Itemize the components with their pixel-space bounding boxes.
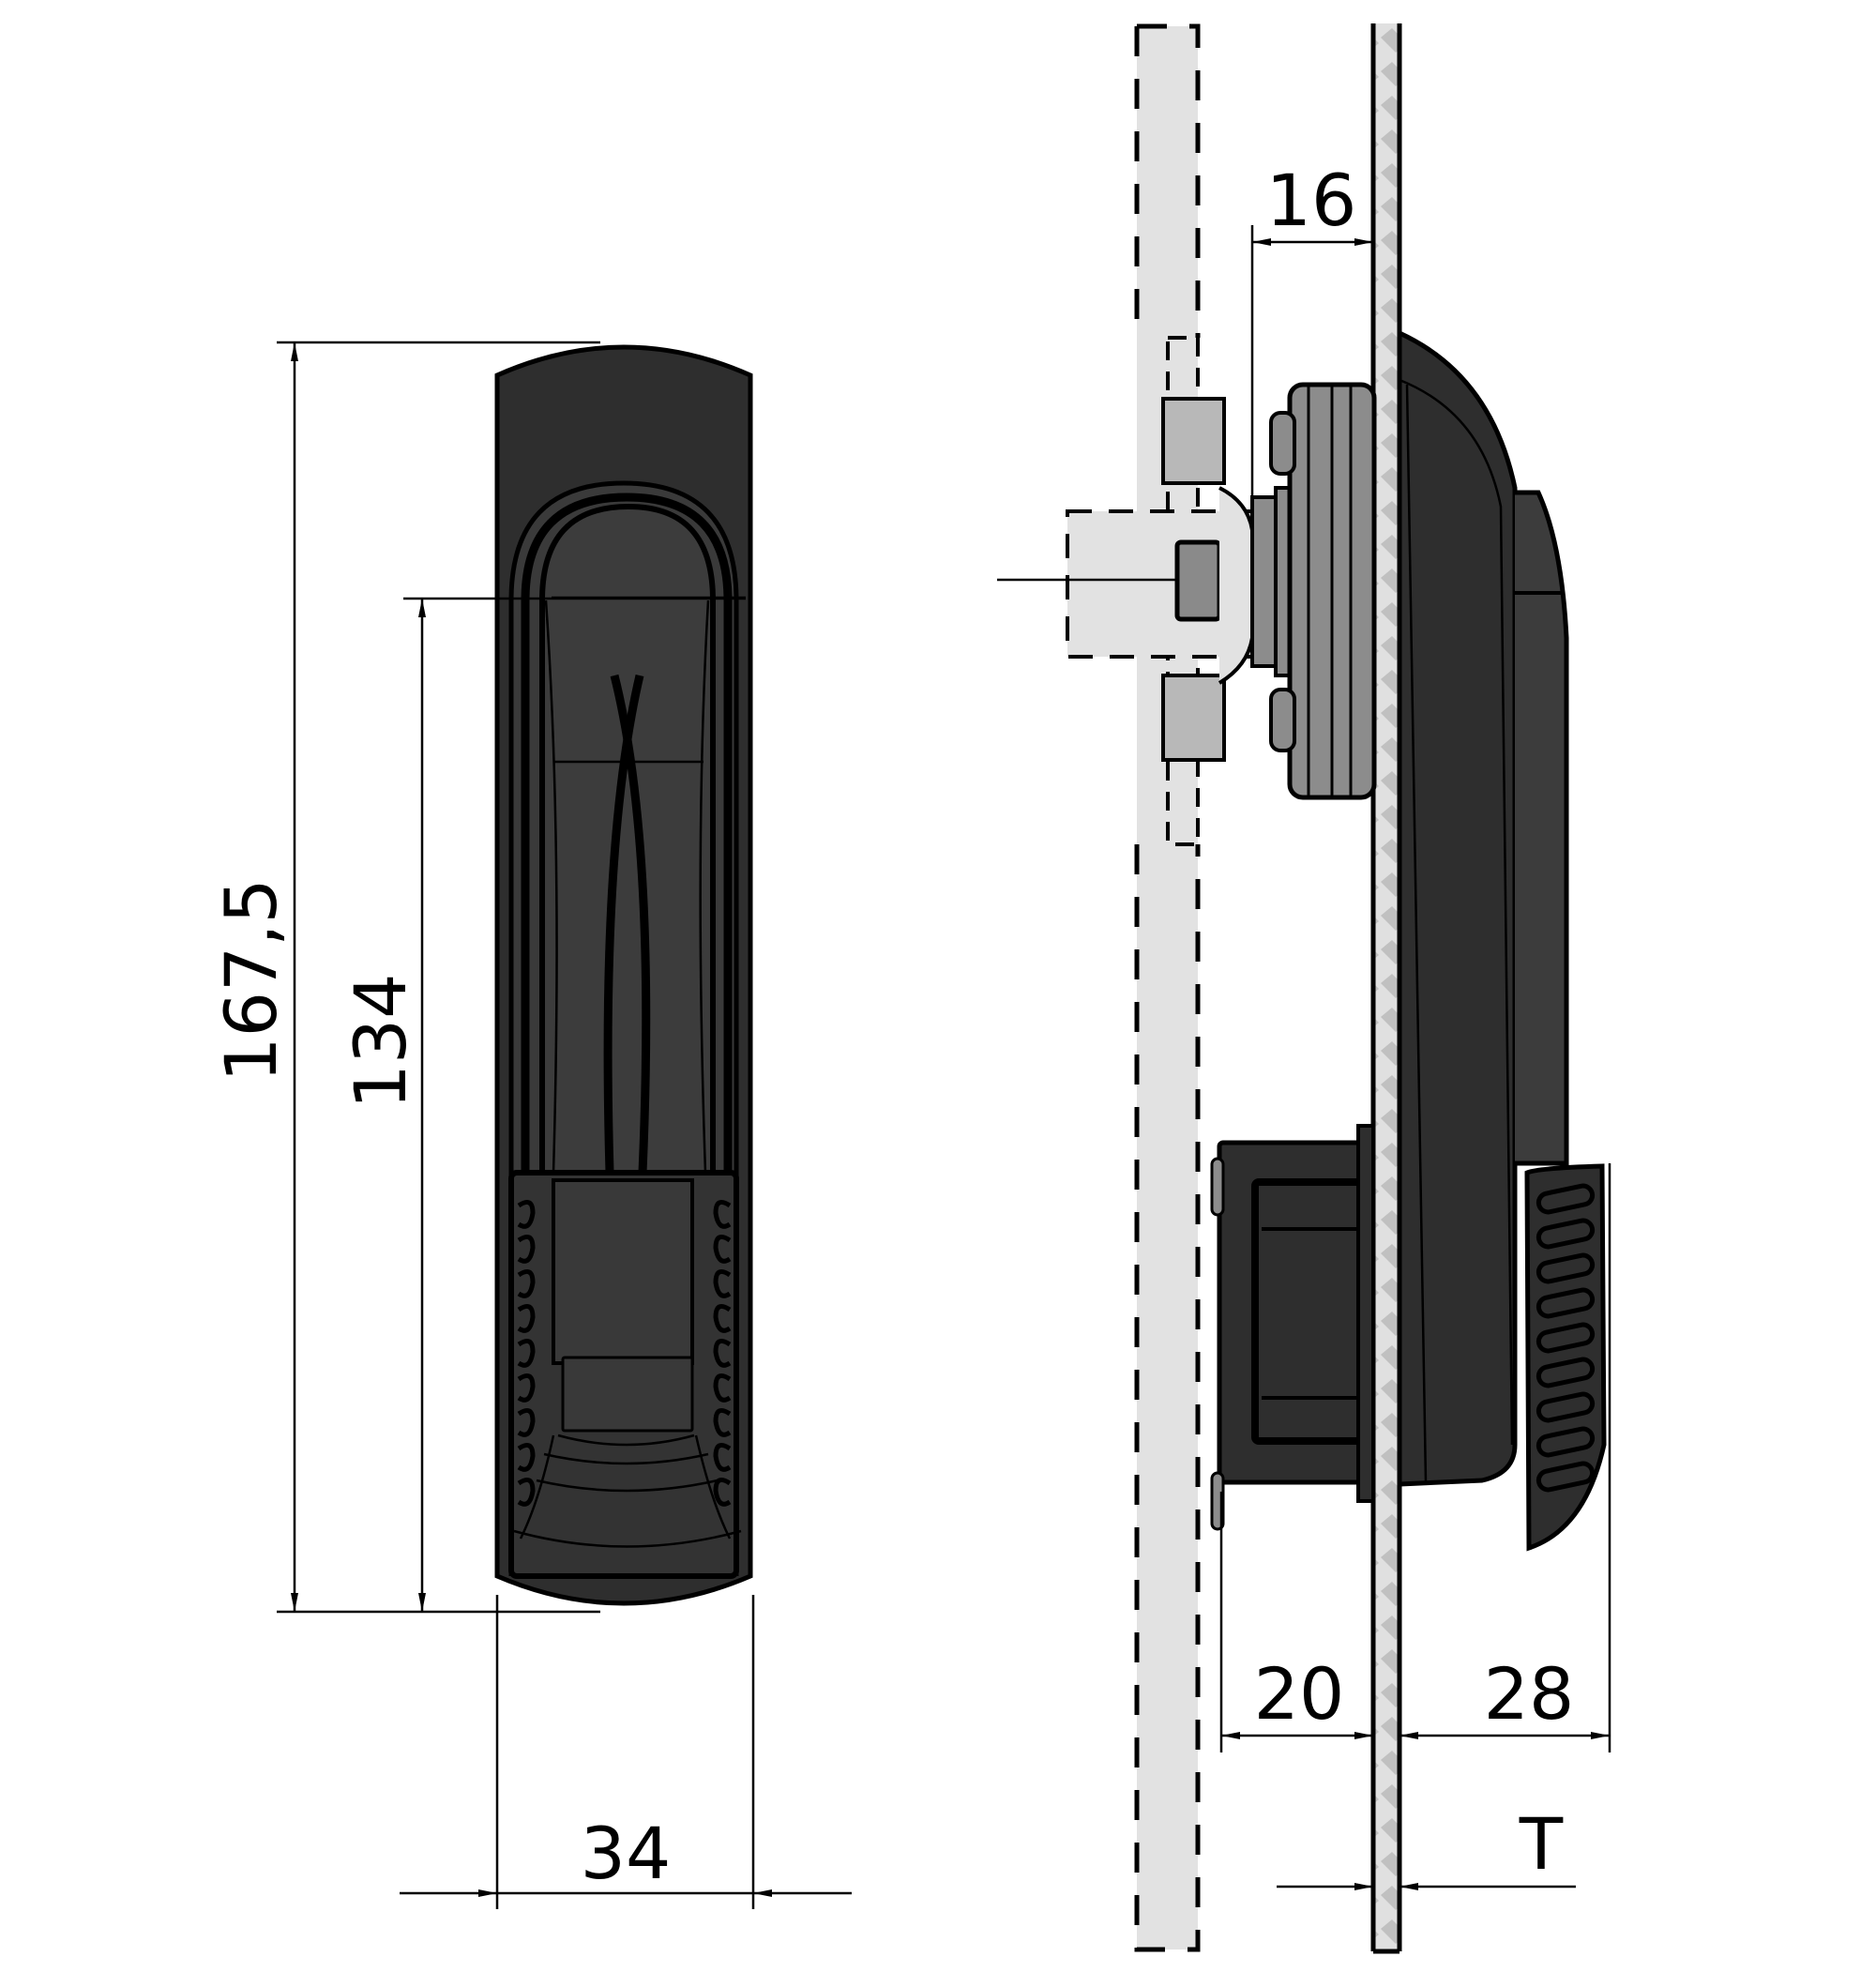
- side-grip-ribs: [1536, 1183, 1596, 1493]
- ghost-door-panel: [1134, 23, 1201, 1952]
- grip-ribs-right: [713, 1199, 732, 1507]
- handle-body-side: [1397, 329, 1569, 1487]
- spring-mark-left: [610, 674, 651, 1174]
- grip-section-front: [508, 1170, 742, 1579]
- side-view: 16 20 28 T: [997, 23, 1611, 1954]
- dimension-label-34: 34: [581, 1812, 672, 1895]
- dimension-latch-offset: 16: [1250, 159, 1373, 511]
- dimension-label-28: 28: [1484, 1652, 1575, 1736]
- dimension-label-134: 134: [339, 973, 422, 1109]
- lever-flare-right: [699, 599, 710, 1174]
- front-view: 167,5 134 34: [209, 341, 852, 1909]
- dimension-hole-to-bottom: 134: [339, 597, 746, 1612]
- dimension-label-167-5: 167,5: [209, 878, 293, 1083]
- dimension-label-20: 20: [1254, 1652, 1345, 1736]
- dimension-front-projection: 28: [1399, 1163, 1611, 1752]
- spring-mark-right: [603, 674, 644, 1174]
- rear-housing: [1210, 1124, 1375, 1531]
- handle-lever-outline: [539, 503, 716, 1173]
- dimension-rear-depth: 20: [1219, 1492, 1373, 1752]
- dimension-panel-thickness: T: [1277, 1802, 1576, 1890]
- mounting-hardware: [1066, 336, 1377, 846]
- side-grip: [1524, 1163, 1607, 1552]
- dimension-overall-height: 167,5: [209, 341, 600, 1614]
- dimension-width: 34: [400, 1595, 852, 1909]
- handle-recess-arch-inner: [521, 493, 733, 1539]
- grip-ribs-left: [517, 1199, 536, 1507]
- dimension-label-16: 16: [1266, 159, 1357, 242]
- panel-section-hatched: [1370, 23, 1402, 1954]
- lever-flare-left: [544, 599, 558, 1174]
- dimension-label-t: T: [1519, 1802, 1564, 1886]
